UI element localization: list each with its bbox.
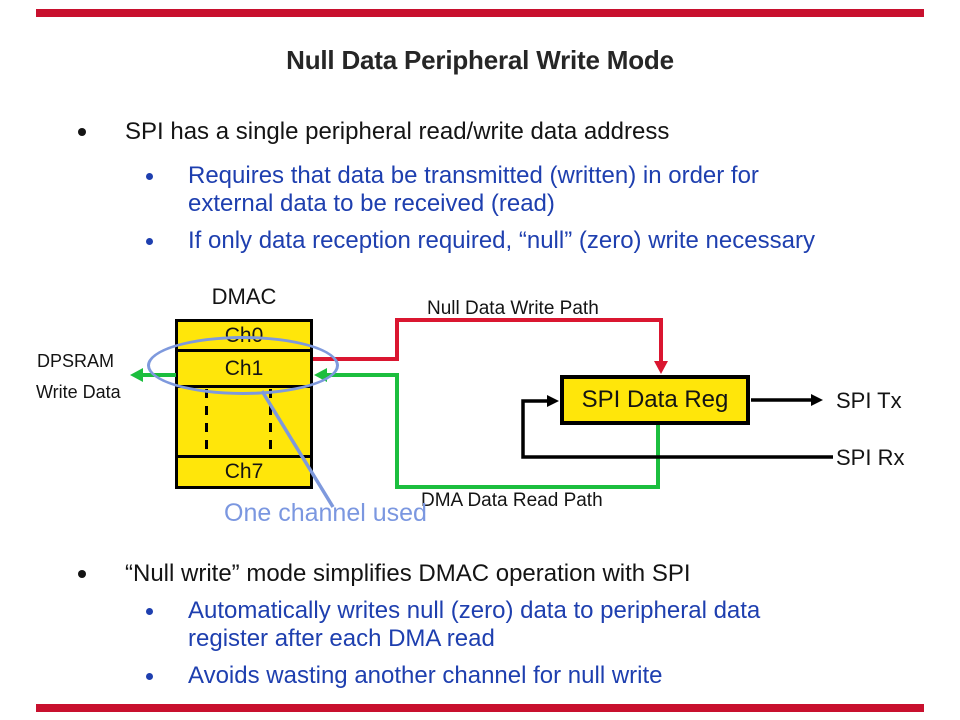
ellipsis-dashed-line: [269, 389, 272, 451]
ellipsis-dashed-line: [205, 389, 208, 451]
null-write-path-arrowhead: [654, 361, 668, 374]
dpsram-label: DPSRAM: [37, 351, 115, 371]
one-channel-used-label: One channel used: [224, 499, 427, 527]
null-write-path-label: Null Data Write Path: [427, 298, 599, 319]
sub-bullet-text: Requires that data be transmitted (writt…: [188, 162, 759, 217]
spi-rx-label: SPI Rx: [836, 445, 905, 470]
bullet-dot: [146, 173, 153, 180]
spi-data-reg-label: SPI Data Reg: [581, 386, 729, 413]
sub-bullet-text: If only data reception required, “null” …: [188, 227, 815, 254]
spi-tx-label: SPI Tx: [836, 388, 902, 413]
write-data-label: Write Data: [36, 382, 121, 402]
bullet-dot: [78, 128, 86, 136]
channel-label-ch7: Ch7: [224, 460, 264, 483]
bullet-dot: [146, 673, 153, 680]
sub-bullet-item: Requires that data be transmitted (writt…: [146, 162, 846, 218]
bullet-dot: [78, 570, 86, 578]
bullet-text: SPI has a single peripheral read/write d…: [125, 118, 670, 145]
sub-bullet-item: Automatically writes null (zero) data to…: [146, 597, 846, 653]
sub-bullet-item: If only data reception required, “null” …: [146, 227, 846, 255]
dmac-box-title: DMAC: [211, 284, 277, 309]
spi-rx-arrowhead: [547, 395, 559, 407]
one-channel-ellipse: [147, 336, 339, 395]
bottom-border-bar: [36, 704, 924, 712]
top-border-bar: [36, 9, 924, 17]
channel-divider: [175, 455, 313, 458]
null-write-path-line: [313, 318, 663, 362]
bullet-item: SPI has a single peripheral read/write d…: [78, 118, 937, 146]
bullet-dot: [146, 238, 153, 245]
dpsram-write-arrowhead: [130, 368, 143, 382]
spi-tx-arrowhead: [811, 394, 823, 406]
bullet-dot: [146, 608, 153, 615]
bullet-item: “Null write” mode simplifies DMAC operat…: [78, 560, 937, 588]
sub-bullet-item: Avoids wasting another channel for null …: [146, 662, 846, 690]
sub-bullet-text: Automatically writes null (zero) data to…: [188, 597, 761, 652]
spi-data-reg-box: SPI Data Reg: [560, 375, 750, 425]
bullet-text: “Null write” mode simplifies DMAC operat…: [125, 560, 691, 587]
sub-bullet-text: Avoids wasting another channel for null …: [188, 662, 663, 689]
dma-read-path-label: DMA Data Read Path: [421, 490, 603, 511]
slide-title: Null Data Peripheral Write Mode: [286, 45, 674, 75]
